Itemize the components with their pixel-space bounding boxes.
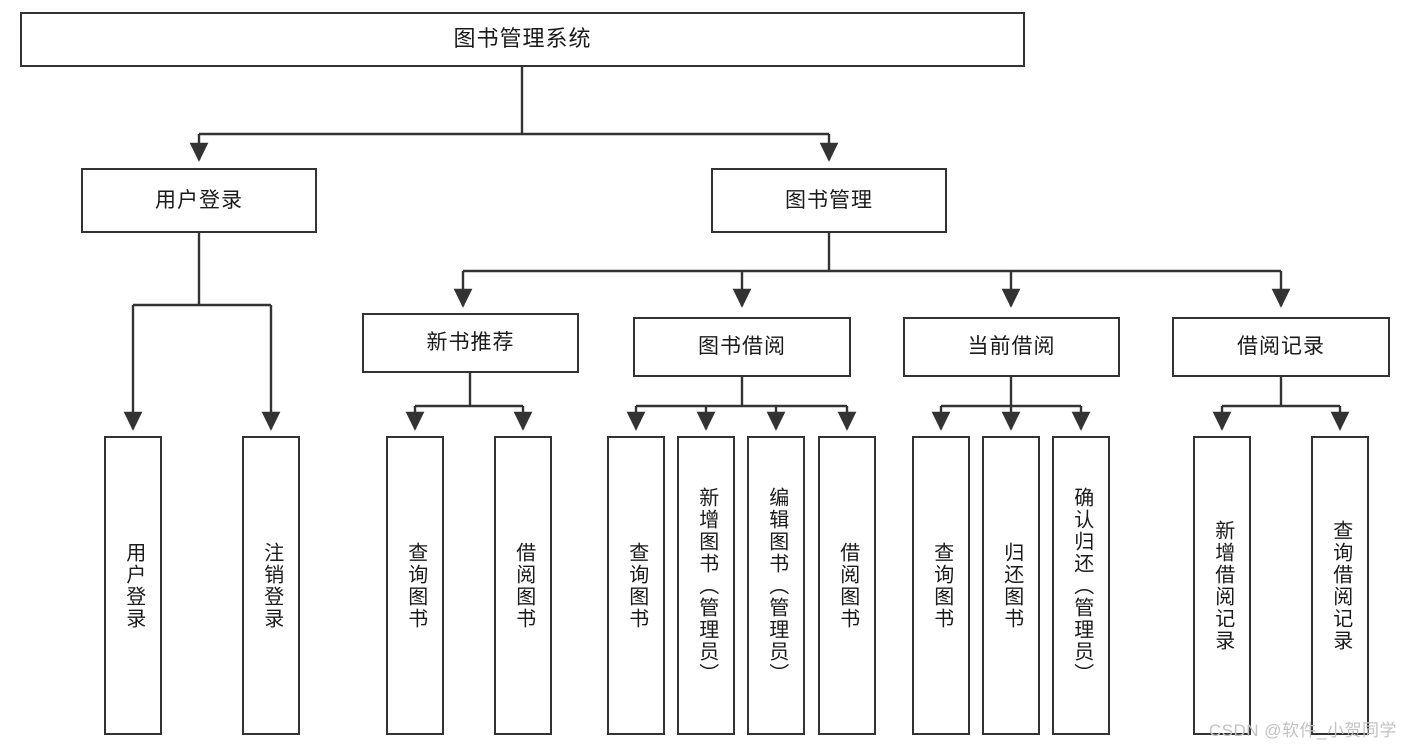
leaf-label: 查询图书 xyxy=(930,541,953,630)
leaf-query-borrow-record[interactable]: 查询借阅记录 xyxy=(1311,436,1369,735)
leaf-add-borrow-record[interactable]: 新增借阅记录 xyxy=(1193,436,1251,735)
node-label: 图书管理系统 xyxy=(453,26,592,52)
node-label: 当前借阅 xyxy=(967,335,1056,359)
leaf-label: 借阅图书 xyxy=(836,541,859,630)
leaf-user-login[interactable]: 用户登录 xyxy=(104,436,162,735)
leaf-label: 查询图书 xyxy=(404,541,427,630)
leaf-label: 编辑图书（管理员） xyxy=(765,486,788,685)
node-label: 新书推荐 xyxy=(426,331,515,355)
leaf-label: 确认归还（管理员） xyxy=(1070,486,1093,685)
node-book-management[interactable]: 图书管理 xyxy=(711,168,947,233)
leaf-logout[interactable]: 注销登录 xyxy=(242,436,300,735)
leaf-return-book[interactable]: 归还图书 xyxy=(982,436,1040,735)
node-user-login[interactable]: 用户登录 xyxy=(81,168,317,233)
leaf-label: 查询借阅记录 xyxy=(1329,519,1352,652)
node-borrowing-record[interactable]: 借阅记录 xyxy=(1172,317,1390,377)
leaf-borrow-book-new-rec[interactable]: 借阅图书 xyxy=(494,436,552,735)
leaf-query-book-current[interactable]: 查询图书 xyxy=(912,436,970,735)
leaf-label: 查询图书 xyxy=(625,541,648,630)
node-book-borrowing[interactable]: 图书借阅 xyxy=(633,317,851,377)
csdn-watermark: CSDN @软件_小贺同学 xyxy=(1208,721,1397,740)
node-label: 用户登录 xyxy=(155,188,243,212)
leaf-add-book-admin[interactable]: 新增图书（管理员） xyxy=(677,436,735,735)
node-label: 借阅记录 xyxy=(1237,335,1325,359)
leaf-label: 新增借阅记录 xyxy=(1211,519,1234,652)
node-root-book-management-system[interactable]: 图书管理系统 xyxy=(20,12,1025,67)
leaf-confirm-return-admin[interactable]: 确认归还（管理员） xyxy=(1052,436,1110,735)
node-new-book-recommendation[interactable]: 新书推荐 xyxy=(362,313,579,373)
leaf-label: 注销登录 xyxy=(260,541,283,630)
leaf-borrow-book[interactable]: 借阅图书 xyxy=(818,436,876,735)
leaf-edit-book-admin[interactable]: 编辑图书（管理员） xyxy=(747,436,805,735)
node-label: 图书借阅 xyxy=(698,335,786,359)
leaf-label: 归还图书 xyxy=(1000,541,1023,630)
node-current-borrowing[interactable]: 当前借阅 xyxy=(903,317,1120,377)
leaf-label: 借阅图书 xyxy=(512,541,535,630)
leaf-label: 用户登录 xyxy=(122,541,145,630)
leaf-query-book-borrow[interactable]: 查询图书 xyxy=(607,436,665,735)
node-label: 图书管理 xyxy=(785,188,873,212)
leaf-label: 新增图书（管理员） xyxy=(695,486,718,685)
leaf-query-book-new-rec[interactable]: 查询图书 xyxy=(386,436,444,735)
